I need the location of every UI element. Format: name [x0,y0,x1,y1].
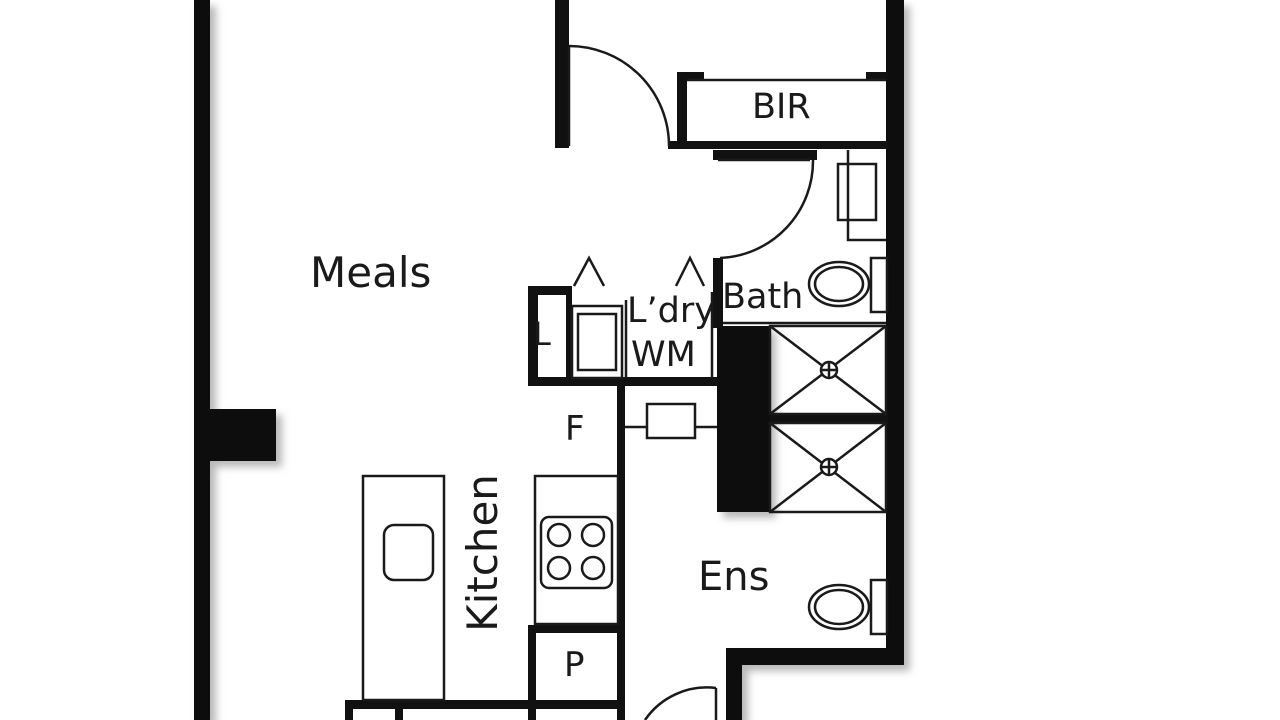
right-outer-wall [886,0,904,665]
room-label-pantry: P [564,645,585,685]
burner-icon [580,555,606,581]
ens-basin [645,402,697,440]
bath-toilet-bowl [807,260,871,308]
kitchen-bottom-post-2 [395,700,403,720]
room-label-fridge: F [565,409,585,449]
pantry-left-wall [528,625,536,720]
ens-toilet-bowl-inner [813,588,865,626]
left-wall-pillar [194,409,276,461]
room-label-bath: Bath [722,277,804,317]
bir-left-wall [677,72,687,148]
kitchen-sink [382,523,435,582]
outer-walls [194,0,904,720]
ensuite-return-wall [726,648,742,720]
laundry-left-wall [528,286,538,386]
bath-left-wall [713,258,723,328]
shower-divider [770,414,888,423]
kitchen-right-wall [617,380,625,720]
burner-icon [580,522,606,548]
pantry-top-wall [528,625,622,633]
bath-vanity [846,150,886,242]
shower-tray-1 [768,324,888,416]
laundry-mid-wall [566,286,572,382]
bedroom-wall-stub [555,0,569,148]
ens-toilet-cistern [869,578,889,636]
shower-tray-2 [768,421,888,514]
bath-toilet-cistern [869,256,889,314]
bir-bottom-wall [668,141,888,149]
ens-door-swing [643,686,717,720]
bath-top-wall [713,150,817,160]
ensuite-bottom-wall [726,648,904,665]
laundry-arrow-right [674,255,706,287]
bath-toilet-bowl-inner [813,265,865,303]
bedroom-door-swing [568,44,671,147]
room-label-kitchen: Kitchen [458,474,507,632]
bir-top-wall-left [677,72,704,80]
interior-walls [345,0,888,720]
burner-icon [546,522,572,548]
room-label-ensuite: Ens [698,554,770,600]
kitchen-island [361,474,446,702]
bath-basin [836,162,878,222]
kitchen-bottom-wall [345,700,625,709]
laundry-tub-outer [570,304,624,380]
left-outer-wall [194,0,210,720]
room-label-bir: BIR [752,87,811,127]
kitchen-bottom-post [345,700,353,720]
cooktop [539,515,614,590]
room-label-laundry: L’dry [627,291,715,331]
laundry-top-wall [528,286,570,295]
laundry-arrow-left [572,255,606,287]
bath-shower-partition [717,326,770,512]
ens-toilet-bowl [807,583,871,631]
room-label-wm: WM [631,335,696,375]
kitchen-bench [533,474,620,626]
room-label-linen: L [533,315,551,353]
bath-door-swing [719,159,815,260]
burner-icon [546,555,572,581]
room-label-meals: Meals [310,248,432,297]
fixtures [361,44,889,720]
bir-top-wall-right [866,72,888,80]
laundry-tub-inner [576,312,618,372]
